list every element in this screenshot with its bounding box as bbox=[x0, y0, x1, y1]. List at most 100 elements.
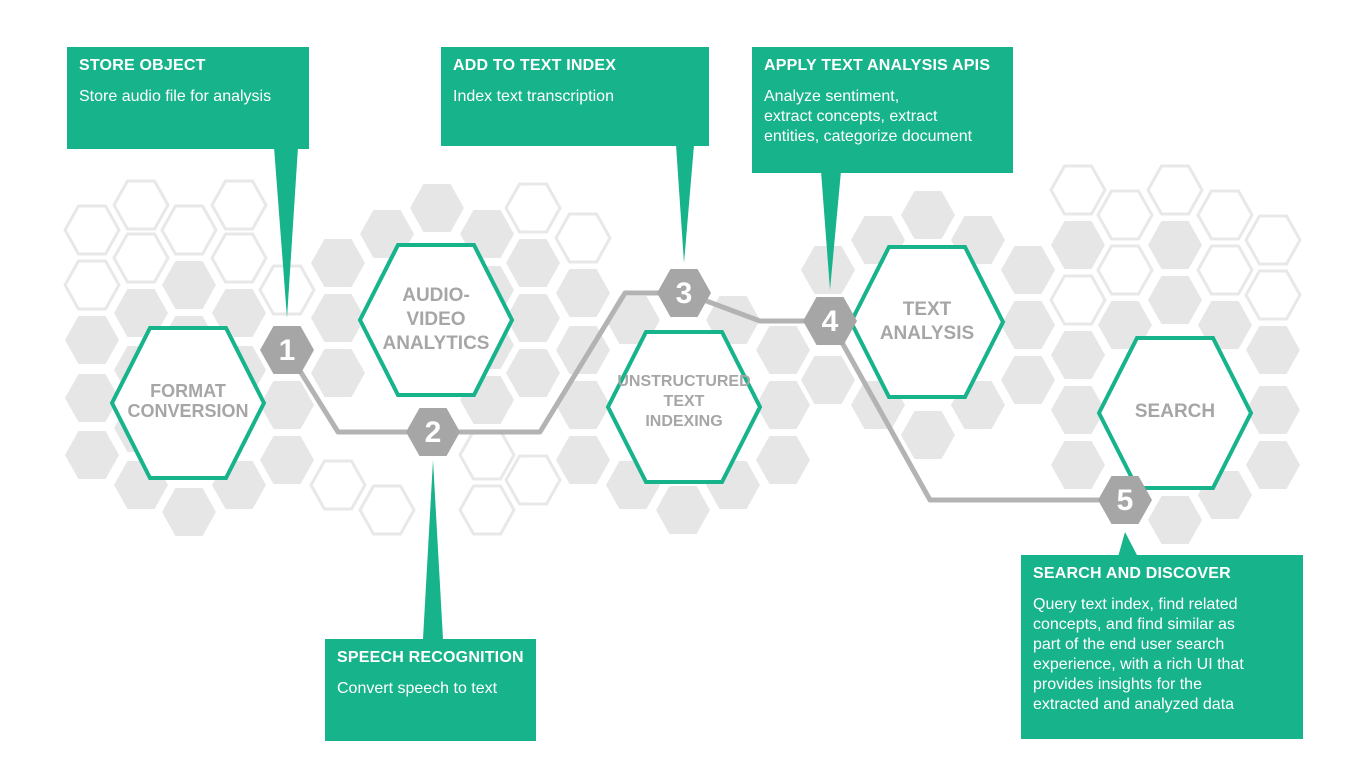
background-hex bbox=[65, 374, 119, 422]
callout-apply-text-analysis: APPLY TEXT ANALYSIS APIS Analyze sentime… bbox=[752, 47, 1013, 173]
background-hex bbox=[160, 204, 218, 256]
background-hex bbox=[1051, 331, 1105, 379]
background-hex bbox=[1051, 441, 1105, 489]
background-hex bbox=[311, 294, 365, 342]
background-hex bbox=[504, 454, 562, 506]
background-hex bbox=[1196, 244, 1254, 296]
stage-hex-audio bbox=[357, 243, 515, 397]
callout-pointer bbox=[1118, 532, 1138, 557]
callout-search-and-discover: SEARCH AND DISCOVER Query text index, fi… bbox=[1021, 555, 1303, 739]
background-hex bbox=[1146, 164, 1204, 216]
background-hex bbox=[114, 289, 168, 337]
background-hex bbox=[901, 191, 955, 239]
background-hex bbox=[556, 436, 610, 484]
background-hex bbox=[1246, 441, 1300, 489]
background-hex bbox=[458, 429, 516, 481]
callout-text: Convert speech to text bbox=[337, 680, 498, 697]
callout-pointer bbox=[423, 460, 443, 639]
callout-title: APPLY TEXT ANALYSIS APIS bbox=[764, 57, 991, 74]
background-hex bbox=[112, 232, 170, 284]
callout-store-object: STORE OBJECT Store audio file for analys… bbox=[67, 47, 309, 149]
background-hex bbox=[162, 488, 216, 536]
background-hex bbox=[1148, 276, 1202, 324]
background-hex bbox=[210, 179, 268, 231]
background-hex bbox=[504, 182, 562, 234]
background-hex bbox=[311, 239, 365, 287]
step-markers: 1 2 3 4 5 bbox=[260, 269, 1152, 524]
background-hex bbox=[63, 204, 121, 256]
step-number: 1 bbox=[279, 334, 296, 367]
background-hex bbox=[1051, 221, 1105, 269]
step-number: 4 bbox=[822, 305, 839, 338]
background-hex bbox=[554, 212, 612, 264]
background-hex bbox=[801, 356, 855, 404]
background-hex bbox=[801, 246, 855, 294]
callout-text: Analyze sentiment, extract concepts, ext… bbox=[764, 88, 973, 145]
step-number: 5 bbox=[1117, 484, 1134, 517]
background-hex bbox=[756, 436, 810, 484]
background-hex bbox=[901, 411, 955, 459]
callout-pointer bbox=[821, 171, 841, 290]
stage-hex-text-analysis bbox=[848, 245, 1006, 399]
background-hex bbox=[311, 349, 365, 397]
background-hex bbox=[556, 269, 610, 317]
stage-hex-unstructured bbox=[605, 330, 763, 484]
callout-pointer bbox=[676, 145, 694, 263]
background-hex-pattern bbox=[63, 164, 1302, 544]
background-hex bbox=[1244, 214, 1302, 266]
background-hex bbox=[358, 484, 416, 536]
callout-pointers bbox=[274, 145, 1138, 639]
background-hex bbox=[1246, 386, 1300, 434]
background-hex bbox=[112, 179, 170, 231]
background-hex bbox=[1096, 189, 1154, 241]
background-hex bbox=[1148, 496, 1202, 544]
step-marker-hex bbox=[260, 326, 314, 374]
background-hex bbox=[65, 431, 119, 479]
background-hex bbox=[1001, 356, 1055, 404]
background-hex bbox=[506, 294, 560, 342]
callout-text: Query text index, find related concepts,… bbox=[1033, 596, 1244, 713]
background-hex bbox=[756, 381, 810, 429]
pipeline-connector-line bbox=[284, 290, 1125, 503]
background-hex bbox=[1096, 244, 1154, 296]
background-hex bbox=[260, 436, 314, 484]
background-hex bbox=[210, 232, 268, 284]
background-hex bbox=[260, 381, 314, 429]
background-hex bbox=[212, 289, 266, 337]
step-marker-hex bbox=[657, 269, 711, 317]
step-number: 3 bbox=[676, 277, 693, 310]
background-hex bbox=[656, 486, 710, 534]
background-hex bbox=[1049, 274, 1107, 326]
background-hex bbox=[506, 349, 560, 397]
callout-title: SPEECH RECOGNITION bbox=[337, 649, 524, 666]
callout-title: SEARCH AND DISCOVER bbox=[1033, 565, 1231, 582]
background-hex bbox=[1001, 301, 1055, 349]
step-marker-hex bbox=[406, 408, 460, 456]
background-hex bbox=[1001, 246, 1055, 294]
background-hex bbox=[65, 316, 119, 364]
callout-add-to-text-index: ADD TO TEXT INDEX Index text transcripti… bbox=[441, 47, 709, 146]
background-hex bbox=[63, 259, 121, 311]
background-hex bbox=[1196, 189, 1254, 241]
background-hex bbox=[1148, 221, 1202, 269]
stage-hex-format bbox=[109, 326, 267, 480]
background-hex bbox=[162, 261, 216, 309]
callout-text: Index text transcription bbox=[453, 88, 614, 105]
step-marker-hex bbox=[803, 297, 857, 345]
background-hex bbox=[1244, 269, 1302, 321]
callout-text: Store audio file for analysis bbox=[79, 88, 272, 105]
callout-title: STORE OBJECT bbox=[79, 57, 206, 74]
background-hex bbox=[1051, 386, 1105, 434]
background-hex bbox=[756, 326, 810, 374]
step-number: 2 bbox=[425, 416, 442, 449]
step-marker-hex bbox=[1098, 476, 1152, 524]
callout-speech-recognition: SPEECH RECOGNITION Convert speech to tex… bbox=[325, 639, 536, 741]
background-hex bbox=[1049, 164, 1107, 216]
background-hex bbox=[556, 381, 610, 429]
